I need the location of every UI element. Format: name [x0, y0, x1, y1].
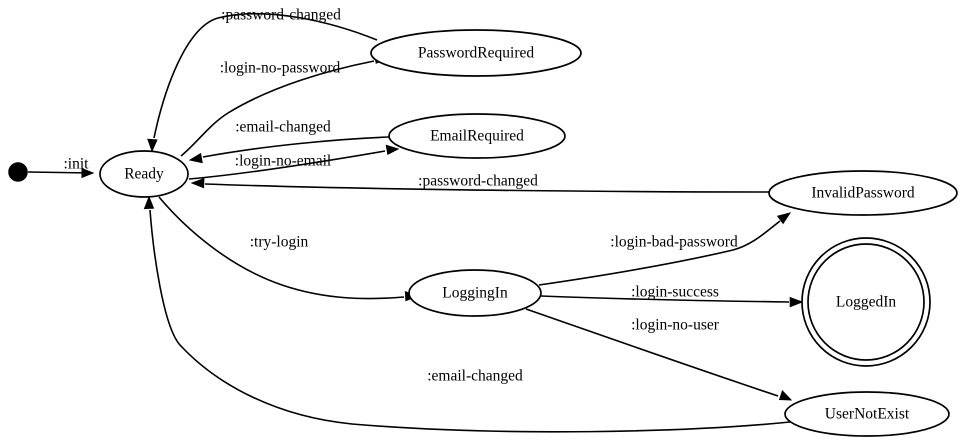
edge-email-changed-bottom: :email-changed: [143, 195, 791, 433]
node-start[interactable]: [8, 162, 28, 182]
edge-password-changed-mid-path: [204, 183, 770, 193]
edge-login-no-email: :login-no-email: [188, 144, 400, 180]
edge-password-changed-mid-arrowhead: [190, 177, 205, 189]
node-ready-label: Ready: [124, 166, 164, 183]
edge-password-changed-mid-label: :password-changed: [418, 173, 538, 190]
edge-login-no-user-path: [525, 308, 779, 397]
node-ready-shape[interactable]: [99, 150, 189, 198]
edge-login-no-email-label: :login-no-email: [235, 153, 331, 170]
start-state-dot[interactable]: [8, 162, 28, 182]
node-loggingin[interactable]: LoggingIn: [408, 269, 542, 317]
node-loggedin-label: LoggedIn: [836, 294, 897, 311]
edge-login-bad-password-path: [538, 220, 781, 286]
edge-init-path: [27, 171, 93, 174]
edge-login-no-email-arrowhead: [385, 144, 400, 155]
node-emailrequired-shape[interactable]: [388, 113, 566, 159]
edge-login-no-email-path: [188, 150, 386, 180]
edge-login-no-user: :login-no-user: [525, 308, 793, 401]
edge-password-changed-top-label: :password-changed: [221, 7, 341, 24]
node-emailrequired[interactable]: EmailRequired: [388, 113, 566, 159]
edges-layer: :init :password-changed :login-no-passwo…: [27, 7, 804, 433]
edge-init-label: :init: [64, 156, 90, 173]
node-loggingin-label: LoggingIn: [442, 285, 508, 302]
edge-login-no-user-arrowhead: [778, 389, 793, 401]
node-invalidpassword-label: InvalidPassword: [811, 185, 915, 202]
edge-email-changed-arrowhead: [188, 152, 203, 164]
edge-email-changed-bottom-arrowhead: [143, 195, 155, 210]
node-usernotexist-shape[interactable]: [784, 391, 950, 437]
node-passwordrequired[interactable]: PasswordRequired: [370, 29, 582, 77]
node-usernotexist[interactable]: UserNotExist: [784, 391, 950, 437]
node-usernotexist-label: UserNotExist: [825, 406, 910, 423]
node-passwordrequired-shape[interactable]: [370, 29, 582, 77]
edge-email-changed: :email-changed: [188, 119, 390, 164]
node-emailrequired-label: EmailRequired: [430, 128, 524, 145]
edge-login-bad-password-arrowhead: [776, 212, 792, 225]
edge-try-login-label: :try-login: [250, 234, 309, 251]
edge-login-bad-password: :login-bad-password: [538, 212, 792, 286]
edge-login-success-path: [540, 295, 790, 303]
edge-password-changed-top: :password-changed: [147, 7, 378, 153]
edge-password-changed-top-arrowhead: [147, 138, 158, 153]
edge-login-no-user-label: :login-no-user: [631, 317, 720, 334]
edge-init-arrowhead: [81, 167, 95, 179]
node-passwordrequired-label: PasswordRequired: [418, 45, 534, 62]
edge-email-changed-bottom-label: :email-changed: [427, 368, 523, 385]
node-invalidpassword-shape[interactable]: [768, 170, 958, 216]
edge-login-success-label: :login-success: [631, 284, 719, 301]
edge-email-changed-bottom-path: [149, 209, 791, 433]
edge-login-success-arrowhead: [789, 296, 804, 308]
edge-login-no-password-path: [180, 60, 375, 157]
edge-login-success: :login-success: [540, 284, 804, 308]
node-loggedin-inner-shape[interactable]: [807, 243, 925, 361]
node-invalidpassword[interactable]: InvalidPassword: [768, 170, 958, 216]
nodes-layer: Ready PasswordRequired EmailRequired Inv…: [8, 29, 958, 437]
edge-login-no-password: :login-no-password: [180, 53, 388, 157]
edge-email-changed-label: :email-changed: [235, 119, 331, 136]
edge-login-no-password-label: :login-no-password: [220, 60, 341, 77]
edge-try-login: :try-login: [158, 196, 419, 302]
edge-email-changed-path: [202, 136, 390, 158]
node-ready[interactable]: Ready: [99, 150, 189, 198]
edge-password-changed-top-path: [153, 12, 378, 139]
edge-try-login-path: [158, 196, 405, 300]
edge-password-changed-mid: :password-changed: [190, 173, 770, 193]
node-loggedin[interactable]: LoggedIn: [801, 237, 931, 367]
edge-login-bad-password-label: :login-bad-password: [610, 234, 738, 251]
edge-init: :init: [27, 156, 95, 179]
node-loggingin-shape[interactable]: [408, 269, 542, 317]
